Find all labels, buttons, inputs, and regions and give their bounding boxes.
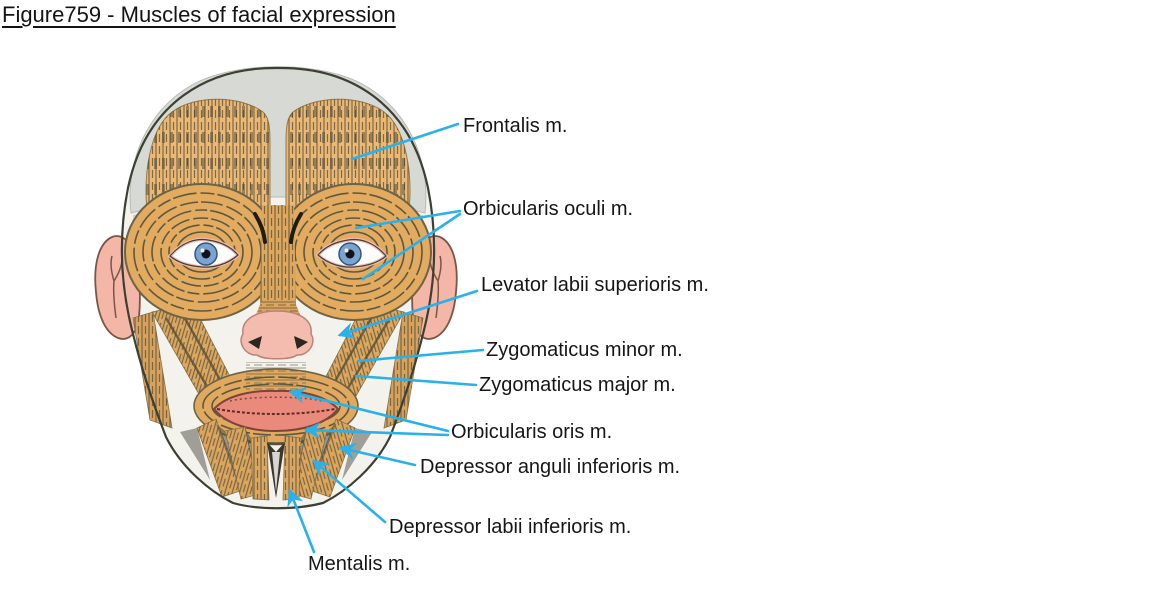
leader-line-frontalis — [350, 122, 460, 161]
label-orbicularis-oris: Orbicularis oris m. — [451, 421, 613, 443]
lips — [212, 389, 340, 446]
leader-line-mentalis — [287, 488, 316, 554]
procerus-muscle — [253, 205, 303, 310]
eye-right — [315, 237, 389, 269]
eye-left — [167, 237, 241, 269]
label-zygomaticus-minor: Zygomaticus minor m. — [486, 339, 683, 361]
side-muscle-bands — [132, 311, 424, 429]
label-zygomaticus-major: Zygomaticus major m. — [479, 374, 676, 396]
label-frontalis: Frontalis m. — [463, 115, 568, 137]
label-orbicularis-oculi: Orbicularis oculi m. — [463, 198, 634, 220]
leader-line-orbicularis-oris-lower — [303, 422, 450, 439]
leader-line-zygomaticus-major — [354, 374, 478, 387]
chin-muscles — [180, 418, 372, 501]
label-mentalis: Mentalis m. — [308, 553, 411, 575]
leader-lines — [287, 122, 485, 554]
face-drawing — [94, 66, 458, 510]
leader-line-depressor-labii-inferioris — [312, 459, 387, 524]
leader-line-levator-labii-superioris — [337, 289, 479, 339]
leader-line-orbicularis-oculi-lower — [361, 212, 462, 281]
leader-line-depressor-anguli-inferioris — [338, 442, 417, 467]
leader-line-orbicularis-oris-upper — [288, 387, 450, 433]
leader-line-zygomaticus-minor — [356, 348, 485, 363]
figure-title: Figure759 - Muscles of facial expression — [2, 2, 396, 27]
label-levator-labii-superioris: Levator labii superioris m. — [481, 274, 709, 296]
label-depressor-labii-inferioris: Depressor labii inferioris m. — [389, 516, 632, 538]
label-depressor-anguli-inferioris: Depressor anguli inferioris m. — [420, 456, 681, 478]
nose — [240, 300, 314, 360]
leader-line-orbicularis-oculi-upper — [354, 209, 462, 230]
